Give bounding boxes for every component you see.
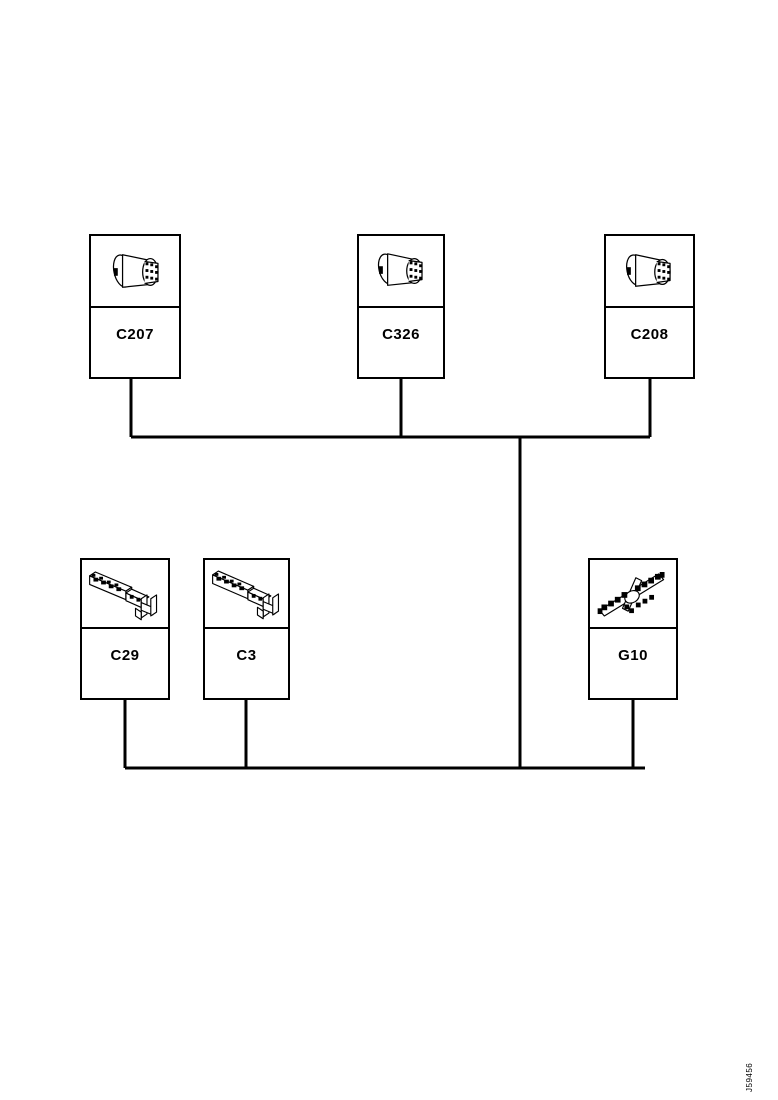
part-label: C3 (236, 647, 257, 664)
bracket-rail-icon (205, 560, 288, 629)
part-label: C29 (110, 647, 140, 664)
bracket-rail-icon (82, 560, 168, 629)
part-label: C208 (630, 326, 669, 343)
sheet-reference-code: J59456 (745, 1062, 754, 1092)
part-node-c208[interactable]: C208 (604, 234, 695, 379)
part-node-g10[interactable]: G10 (588, 558, 678, 700)
part-node-c207[interactable]: C207 (89, 234, 181, 379)
part-node-c29[interactable]: C29 (80, 558, 170, 700)
part-label: C326 (382, 326, 420, 343)
part-label: G10 (618, 647, 648, 664)
shaft-linkage-icon (590, 560, 676, 629)
part-node-c3[interactable]: C3 (203, 558, 290, 700)
part-label: C207 (116, 326, 154, 343)
cylindrical-connector-icon (91, 236, 179, 308)
cylindrical-connector-icon (606, 236, 693, 308)
cylindrical-connector-icon (359, 236, 443, 308)
part-node-c326[interactable]: C326 (357, 234, 445, 379)
